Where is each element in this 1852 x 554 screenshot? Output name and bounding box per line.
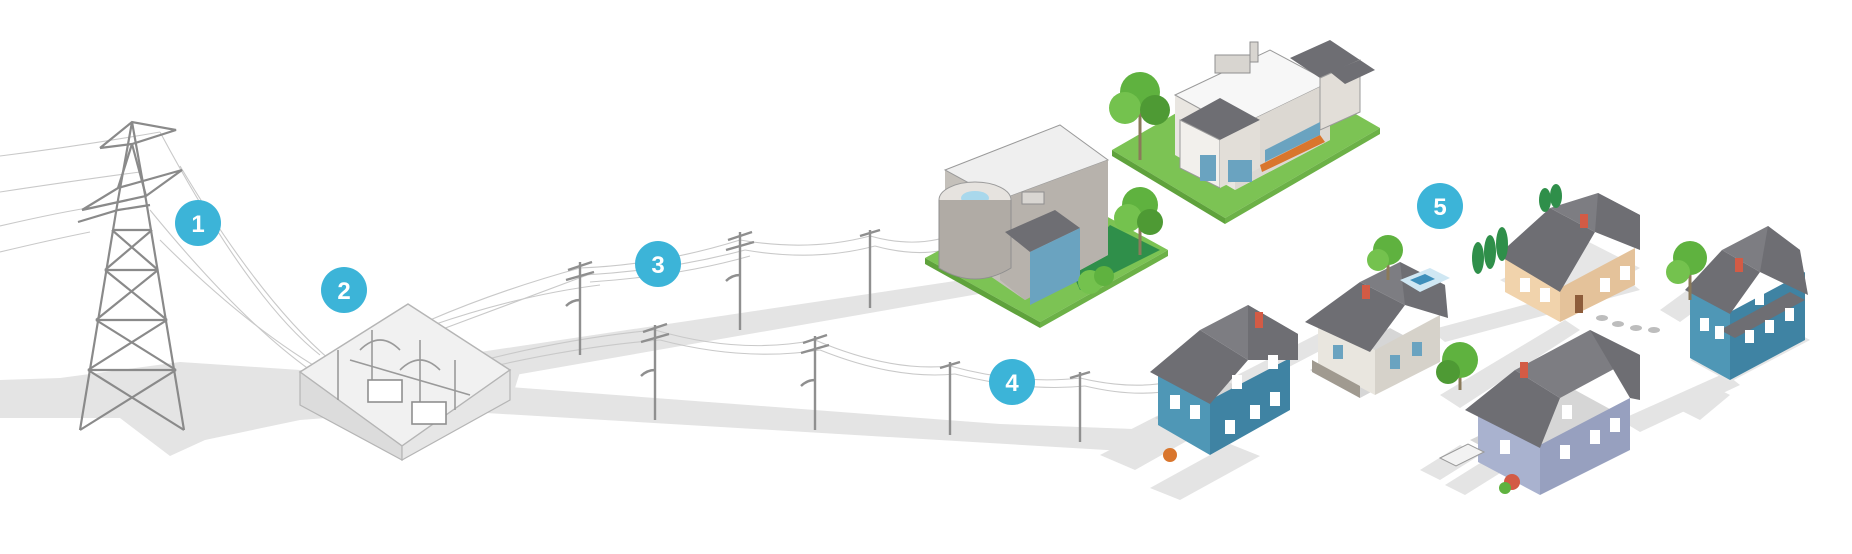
- house: [1150, 305, 1298, 462]
- step-badge-5: 5: [1417, 183, 1463, 229]
- badge-circle: [175, 200, 221, 246]
- badge-circle: [321, 267, 367, 313]
- tree: [1114, 187, 1163, 255]
- step-badge-4: 4: [989, 359, 1035, 405]
- house: [1472, 184, 1660, 333]
- substation: [298, 303, 512, 462]
- badge-label: 5: [1433, 194, 1446, 221]
- transmission-lines: [0, 131, 331, 376]
- car: [1438, 443, 1486, 467]
- stepping-stones: [1596, 315, 1660, 333]
- utility-pole: [565, 260, 595, 355]
- utility-pole: [859, 228, 881, 308]
- tree: [1367, 235, 1403, 280]
- badge-circle: [1417, 183, 1463, 229]
- shrub: [1078, 266, 1114, 294]
- house: [1666, 226, 1810, 382]
- commercial-building: [1109, 40, 1380, 224]
- step-badge-1: 1: [175, 200, 221, 246]
- ground-paths: [0, 278, 1740, 500]
- house: [1305, 235, 1478, 398]
- industrial-building: [925, 124, 1168, 328]
- car: [1400, 268, 1450, 292]
- badge-label: 2: [337, 278, 350, 305]
- badge-label: 3: [651, 252, 664, 279]
- hedge: [1472, 184, 1562, 274]
- tree: [1109, 72, 1170, 160]
- transmission-tower: [77, 120, 186, 431]
- tree: [1436, 342, 1478, 390]
- badge-label: 4: [1005, 370, 1019, 397]
- badge-circle: [989, 359, 1035, 405]
- step-badge-3: 3: [635, 241, 681, 287]
- utility-pole: [725, 230, 755, 330]
- utility-pole: [640, 322, 670, 420]
- distribution-lines-upper: [429, 231, 966, 331]
- utility-pole: [939, 360, 961, 435]
- step-badge-2: 2: [321, 267, 367, 313]
- utility-pole: [1069, 370, 1091, 442]
- house: [1438, 330, 1640, 495]
- tree: [1666, 241, 1707, 300]
- badge-circle: [635, 241, 681, 287]
- badge-label: 1: [191, 211, 204, 238]
- utility-pole: [800, 333, 830, 430]
